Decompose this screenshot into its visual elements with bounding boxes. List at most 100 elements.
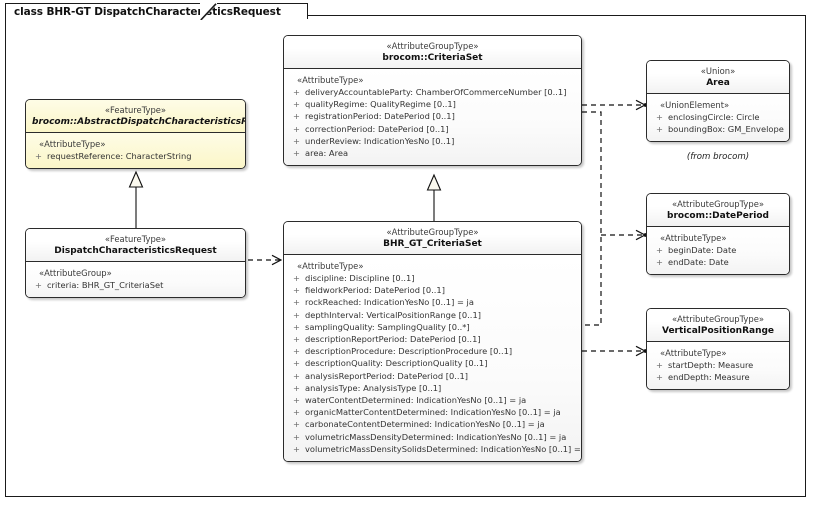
attribute-row: +organicMatterContentDetermined: Indicat… [288, 406, 577, 418]
class-body: «AttributeType» + requestReference: Char… [26, 133, 245, 169]
attribute-row: +endDate: Date [651, 256, 785, 268]
class-stereotype: «FeatureType» [104, 105, 167, 115]
visibility-marker: + [293, 443, 300, 454]
attribute-signature: beginDate: Date [668, 245, 737, 255]
attribute-signature: correctionPeriod: DatePeriod [0..1] [305, 123, 449, 134]
visibility-marker: + [293, 285, 300, 296]
attribute-row: + descriptionReportPeriod: DatePeriod [0.… [288, 333, 577, 345]
class-name: brocom::AbstractDispatchCharacteristicsR… [32, 117, 246, 127]
attribute-signature: carbonateContentDetermined: IndicationYe… [305, 419, 545, 430]
attribute-signature: criteria: BHR_GT_CriteriaSet [47, 280, 164, 290]
attribute-row: +waterContentDetermined: IndicationYesNo… [288, 394, 577, 406]
attribute-row: + qualityRegime: QualityRegime [0..1] [288, 98, 577, 110]
class-stereotype: «AttributeGroupType» [672, 314, 764, 324]
attribute-group-label: «AttributeType» [39, 139, 106, 149]
attribute-signature: descriptionReportPeriod: DatePeriod [0..… [305, 334, 481, 345]
attribute-signature: qualityRegime: QualityRegime [0..1] [305, 99, 456, 110]
class-name: brocom::DatePeriod [667, 211, 769, 221]
class-header: «Union» Area [647, 61, 789, 94]
attribute-signature: registrationPeriod: DatePeriod [0..1] [305, 111, 455, 122]
visibility-marker: + [656, 124, 663, 135]
visibility-marker: + [293, 135, 300, 146]
attribute-signature: requestReference: CharacterString [47, 151, 192, 161]
class-stereotype: «Union» [700, 66, 736, 76]
attribute-row: + volumetricMassDensityDetermined: Indica… [288, 431, 577, 443]
attribute-signature: deliveryAccountableParty: ChamberOfComme… [305, 87, 567, 97]
visibility-marker: + [293, 419, 300, 430]
class-body: «AttributeType» + deliveryAccountablePart… [284, 69, 581, 166]
attribute-signature: boundingBox: GM_Envelope [668, 124, 784, 135]
attribute-row: + area: Area [288, 147, 577, 159]
attribute-signature: descriptionQuality: DescriptionQuality [… [305, 358, 488, 369]
attribute-signature: descriptionProcedure: DescriptionProcedu… [305, 346, 513, 357]
attribute-signature: discipline: Discipline [0..1] [305, 273, 415, 283]
attribute-group-label: «AttributeGroup» [39, 268, 112, 278]
visibility-marker: + [293, 99, 300, 110]
class-stereotype: «AttributeGroupType» [386, 227, 479, 237]
attribute-row: +beginDate: Date [651, 244, 785, 256]
attribute-row: + discipline: Discipline [0..1] [288, 272, 577, 284]
attribute-signature: samplingQuality: SamplingQuality [0..*] [305, 321, 470, 332]
attribute-row: + carbonateContentDetermined: IndicationY… [288, 418, 577, 430]
visibility-marker: + [293, 395, 300, 406]
visibility-marker: + [656, 112, 663, 122]
class-header: «AttributeGroupType» brocom::DatePeriod [647, 194, 789, 227]
class-name: BHR_GT_CriteriaSet [383, 239, 482, 249]
attribute-row: +registrationPeriod: DatePeriod [0..1] [288, 110, 577, 122]
attribute-signature: analysisReportPeriod: DatePeriod [0..1] [305, 370, 469, 381]
attribute-signature: analysisType: AnalysisType [0..1] [305, 382, 442, 393]
attribute-row: +rockReached: IndicationYesNo [0..1] = j… [288, 296, 577, 308]
class-stereotype: «AttributeGroupType» [672, 199, 764, 209]
visibility-marker: + [35, 280, 42, 290]
attribute-signature: depthInterval: VerticalPositionRange [0.… [305, 309, 481, 320]
class-name: VerticalPositionRange [661, 326, 775, 336]
class-date-period[interactable]: «AttributeGroupType» brocom::DatePeriod … [646, 193, 790, 276]
visibility-marker: + [293, 148, 300, 159]
class-area[interactable]: «Union» Area «UnionElement» + enclosingCi… [646, 60, 790, 143]
visibility-marker: + [293, 334, 300, 345]
class-bhr-gt-criteriaset[interactable]: «AttributeGroupType» BHR_GT_CriteriaSet … [283, 221, 582, 463]
attribute-group-label: «AttributeType» [660, 233, 727, 243]
attribute-row: + requestReference: CharacterString [30, 150, 241, 162]
class-abstract-dispatch-characteristics-request[interactable]: «FeatureType» brocom::AbstractDispatchCh… [25, 99, 246, 170]
attribute-signature: organicMatterContentDetermined: Indicati… [305, 407, 561, 418]
attribute-group-label: «AttributeType» [297, 75, 364, 85]
attribute-signature: area: Area [305, 148, 349, 159]
visibility-marker: + [293, 123, 300, 134]
class-header: «AttributeGroupType» VerticalPositionRan… [647, 309, 789, 342]
attribute-row: +depthInterval: VerticalPositionRange [0… [288, 309, 577, 321]
class-header: «FeatureType» DispatchCharacteristicsReq… [26, 229, 245, 262]
attribute-signature: fieldworkPeriod: DatePeriod [0..1] [305, 285, 445, 296]
class-dispatch-characteristics-request[interactable]: «FeatureType» DispatchCharacteristicsReq… [25, 228, 246, 299]
area-package-note: (from brocom) [686, 152, 750, 162]
class-header: «AttributeGroupType» brocom::CriteriaSet [284, 36, 581, 69]
attribute-signature: volumetricMassDensityDetermined: Indicat… [305, 431, 567, 442]
visibility-marker: + [293, 273, 300, 283]
attribute-row: + criteria: BHR_GT_CriteriaSet [30, 279, 241, 291]
attribute-signature: underReview: IndicationYesNo [0..1] [305, 135, 455, 146]
class-name: brocom::CriteriaSet [382, 53, 483, 63]
visibility-marker: + [293, 87, 300, 97]
attribute-signature: enclosingCircle: Circle [668, 112, 760, 122]
attribute-signature: rockReached: IndicationYesNo [0..1] = ja [305, 297, 474, 308]
attribute-row: + deliveryAccountableParty: ChamberOfComm… [288, 86, 577, 98]
class-body: «AttributeGroup» + criteria: BHR_GT_Crit… [26, 262, 245, 298]
visibility-marker: + [293, 370, 300, 381]
visibility-marker: + [656, 257, 663, 268]
class-body: «AttributeType» +startDepth: Measure +en… [647, 342, 789, 390]
attribute-group-label: «AttributeType» [297, 261, 364, 271]
attribute-signature: endDepth: Measure [668, 372, 750, 383]
attribute-group-label: «UnionElement» [660, 100, 730, 110]
class-stereotype: «AttributeGroupType» [386, 41, 479, 51]
diagram-frame-label: class BHR-GT DispatchCharacteristicsRequ… [5, 3, 308, 19]
class-header: «AttributeGroupType» BHR_GT_CriteriaSet [284, 222, 581, 255]
visibility-marker: + [293, 358, 300, 369]
class-vertical-position-range[interactable]: «AttributeGroupType» VerticalPositionRan… [646, 308, 790, 391]
attribute-row: + boundingBox: GM_Envelope [651, 123, 785, 135]
attribute-row: +analysisType: AnalysisType [0..1] [288, 382, 577, 394]
attribute-row: +startDepth: Measure [651, 359, 785, 371]
visibility-marker: + [656, 372, 663, 383]
attribute-signature: volumetricMassDensitySolidsDetermined: I… [305, 443, 582, 454]
class-brocom-criteriaset[interactable]: «AttributeGroupType» brocom::CriteriaSet… [283, 35, 582, 167]
visibility-marker: + [293, 431, 300, 442]
